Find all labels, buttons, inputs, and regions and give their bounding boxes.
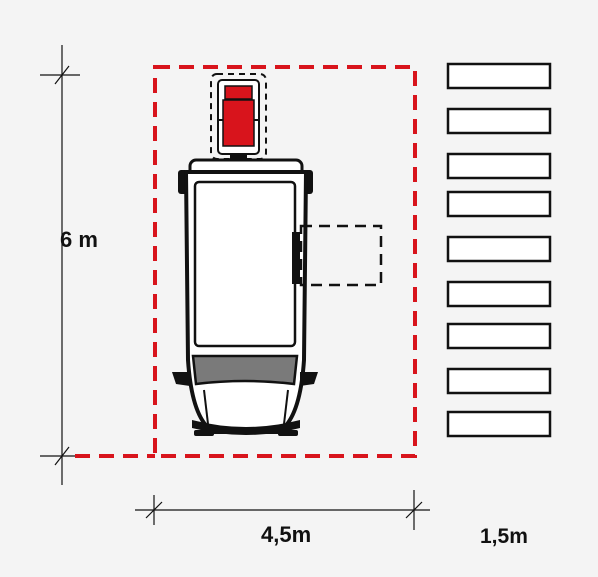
crosswalk-stripe xyxy=(446,190,552,218)
height-dimension-label: 6 m xyxy=(60,227,98,252)
crosswalk-stripe xyxy=(446,107,552,135)
crosswalk-stripe xyxy=(446,322,552,350)
crosswalk-stripe xyxy=(446,152,552,180)
height-dimension-line xyxy=(40,45,80,485)
crosswalk-stripe xyxy=(446,62,552,90)
zebra-crossing-icon xyxy=(446,62,552,438)
crosswalk-stripe xyxy=(446,280,552,308)
crosswalk-stripe xyxy=(446,367,552,395)
crosswalk-width-label: 1,5m xyxy=(480,525,528,548)
parking-zone-boundary xyxy=(153,65,417,458)
open-side-door-icon xyxy=(299,224,383,287)
width-dimension-line xyxy=(135,490,430,530)
ambulance-top-view-icon xyxy=(172,158,318,436)
crosswalk-stripe xyxy=(446,235,552,263)
width-dimension-label: 4,5m xyxy=(261,522,312,547)
crosswalk-stripe xyxy=(446,410,552,438)
stretcher-icon xyxy=(210,73,267,160)
